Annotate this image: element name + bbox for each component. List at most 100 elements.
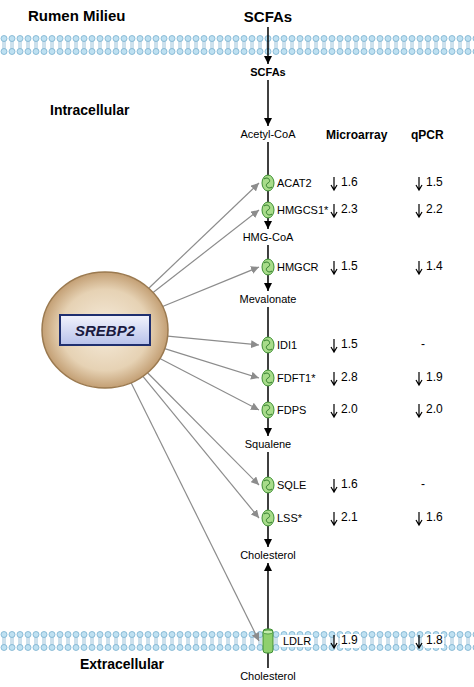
metabolite-name: SCFAs <box>244 8 292 25</box>
protein-helix <box>264 405 272 415</box>
regulation-arrow <box>149 183 259 288</box>
fold-change: 2.8 <box>340 371 359 385</box>
fold-change: 1.6 <box>340 176 359 190</box>
pathway-arrow <box>267 80 269 126</box>
down-arrow <box>331 261 337 274</box>
enzyme-node: FDFT1* <box>261 368 316 388</box>
regulation-arrow <box>165 349 259 378</box>
gene-name: ACAT2 <box>277 177 312 189</box>
metabolite-name: Acetyl-CoA <box>240 128 295 140</box>
fold-change: 1.4 <box>425 260 444 274</box>
receptor-node: LDLR <box>261 628 313 654</box>
down-arrow <box>416 512 422 525</box>
metabolite-name: SCFAs <box>250 66 285 78</box>
gene-name: LSS* <box>277 512 302 524</box>
fold-change: 2.0 <box>425 403 444 417</box>
protein-helix <box>264 178 272 188</box>
enzyme-node: FDPS <box>261 400 306 420</box>
protein-body <box>262 402 274 418</box>
enzyme-node: LSS* <box>261 508 302 528</box>
protein-icon <box>261 475 275 495</box>
metabolite-name: Cholesterol <box>240 670 296 682</box>
regulation-arrow <box>160 359 259 410</box>
fold-change: 1.5 <box>340 260 359 274</box>
pathway-arrow <box>267 452 269 547</box>
factor-box <box>60 315 150 345</box>
metabolite-label: SCFAs <box>244 8 292 25</box>
fold-change: 1.5 <box>340 338 359 352</box>
metabolite-name: HMG-CoA <box>243 231 294 243</box>
gene-name: HMGCS1* <box>277 204 328 216</box>
metabolite-label: SCFAs <box>250 66 285 78</box>
metabolite-label: Cholesterol <box>240 549 296 561</box>
fold-change: 2.2 <box>425 203 444 217</box>
regulation-arrow <box>148 373 259 485</box>
region-label: Rumen Milieu <box>28 7 126 24</box>
protein-body <box>262 477 274 493</box>
column-header: qPCR <box>411 129 444 143</box>
enzyme-node: IDI1 <box>261 335 297 355</box>
regulation-arrow <box>153 210 259 293</box>
enzyme-node: HMGCR <box>261 257 319 277</box>
gene-name: IDI1 <box>277 339 297 351</box>
down-arrow <box>416 635 422 648</box>
down-arrow <box>331 177 337 190</box>
protein-body <box>262 202 274 218</box>
fold-change: 1.9 <box>425 371 444 385</box>
fold-change: 2.3 <box>340 203 359 217</box>
down-arrow <box>331 635 337 648</box>
factor-name: SREBP2 <box>60 315 150 345</box>
fold-change: 1.6 <box>340 478 359 492</box>
protein-icon <box>261 368 275 388</box>
metabolite-name: Squalene <box>245 438 292 450</box>
fold-change: 2.0 <box>340 403 359 417</box>
down-arrow <box>331 512 337 525</box>
regulation-arrow <box>168 336 259 345</box>
pathway-arrow <box>267 27 269 64</box>
protein-icon <box>261 200 275 220</box>
down-arrow <box>331 339 337 352</box>
cell-membrane <box>0 631 474 651</box>
fold-change: 1.6 <box>425 511 444 525</box>
fold-change: 1.9 <box>340 634 359 648</box>
metabolite-label: Mevalonate <box>240 293 297 305</box>
down-arrow <box>416 372 422 385</box>
protein-helix <box>264 262 272 272</box>
protein-helix <box>264 340 272 350</box>
protein-helix <box>264 513 272 523</box>
gene-name: SQLE <box>277 479 306 491</box>
transcription-factor-oval: SREBP2 <box>40 270 170 390</box>
metabolite-label: Acetyl-CoA <box>240 128 295 140</box>
protein-helix <box>264 205 272 215</box>
receptor-top <box>263 630 273 634</box>
protein-icon <box>261 257 275 277</box>
down-arrow <box>416 261 422 274</box>
fold-arrows <box>331 177 422 648</box>
protein-helix <box>264 373 272 383</box>
down-arrow <box>416 177 422 190</box>
gene-name: LDLR <box>281 635 313 647</box>
metabolite-label: HMG-CoA <box>243 231 294 243</box>
protein-body <box>262 370 274 386</box>
enzyme-node: ACAT2 <box>261 173 312 193</box>
down-arrow <box>331 404 337 417</box>
protein-icon <box>261 335 275 355</box>
metabolite-name: Mevalonate <box>240 293 297 305</box>
regulation-arrow <box>131 383 259 641</box>
down-arrow <box>331 204 337 217</box>
fold-change: 1.5 <box>425 176 444 190</box>
protein-helix <box>264 480 272 490</box>
region-label: Extracellular <box>80 656 164 672</box>
down-arrow <box>331 479 337 492</box>
down-arrow <box>331 372 337 385</box>
regulation-arrow <box>143 376 259 518</box>
receptor-icon <box>261 628 275 654</box>
enzyme-node: HMGCS1* <box>261 200 328 220</box>
enzyme-node: SQLE <box>261 475 306 495</box>
down-arrow <box>416 404 422 417</box>
gene-name: FDFT1* <box>277 372 316 384</box>
protein-body <box>262 259 274 275</box>
protein-icon <box>261 400 275 420</box>
gene-name: HMGCR <box>277 261 319 273</box>
fold-change: - <box>420 478 426 492</box>
